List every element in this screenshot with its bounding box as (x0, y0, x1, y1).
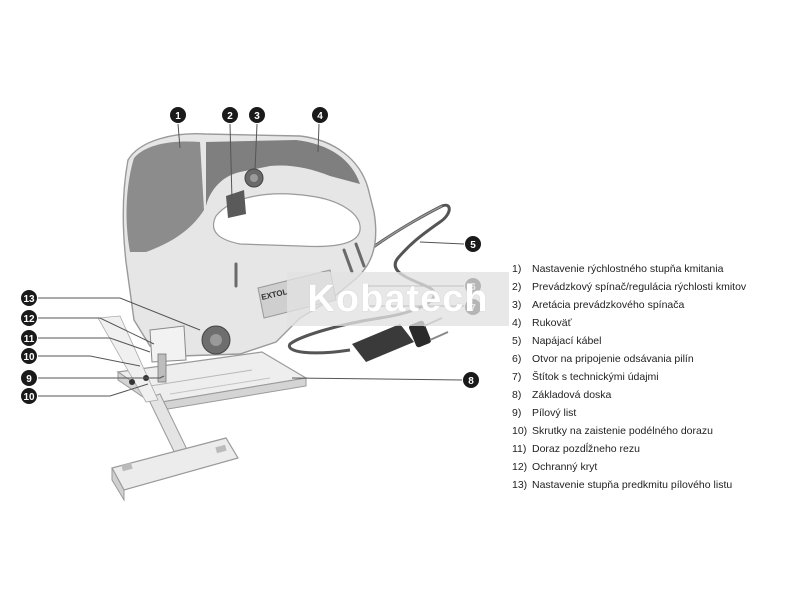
trigger-switch (226, 190, 246, 218)
watermark-text: Kobatech (307, 277, 489, 320)
legend-text: Štítok s technickými údajmi (532, 371, 659, 383)
legend-number: 5) (512, 335, 522, 347)
svg-text:10: 10 (23, 392, 35, 403)
svg-text:2: 2 (227, 111, 233, 122)
legend-item: 3) Aretácia prevádzkového spínača (512, 296, 792, 314)
legend-number: 12) (512, 461, 528, 473)
callout-5: 5 (465, 236, 481, 252)
legend-item: 7) Štítok s technickými údajmi (512, 368, 792, 386)
callout-10-lower: 10 (21, 388, 37, 404)
legend-text: Prevádzkový spínač/regulácia rýchlosti k… (532, 281, 747, 293)
legend-item: 10) Skrutky na zaistenie podélného dorazu (512, 422, 792, 440)
legend-item: 1) Nastavenie rýchlostného stupňa kmitani… (512, 260, 792, 278)
callout-11: 11 (21, 330, 37, 346)
legend-text: Skrutky na zaistenie podélného dorazu (532, 425, 713, 437)
legend-item: 5) Napájací kábel (512, 332, 792, 350)
legend-text: Nastavenie rýchlostného stupňa kmitania (532, 263, 724, 275)
front-grip (126, 141, 204, 252)
legend-number: 4) (512, 317, 522, 329)
callout-10-upper: 10 (21, 348, 37, 364)
saw-blade (157, 353, 167, 383)
motor-vents (234, 242, 366, 288)
legend-number: 7) (512, 371, 522, 383)
legend-item: 13) Nastavenie stupňa predkmitu pílového … (512, 476, 792, 494)
legend-text: Otvor na pripojenie odsávania pilín (532, 353, 694, 365)
callout-13: 13 (21, 290, 37, 306)
rip-fence (97, 315, 239, 502)
legend-text: Nastavenie stupňa predkmitu pílového lis… (532, 479, 733, 491)
legend-item: 4) Rukoväť (512, 314, 792, 332)
callout-1: 1 (170, 107, 186, 123)
legend-text: Základová doska (532, 389, 612, 401)
legend-number: 6) (512, 353, 522, 365)
legend-number: 8) (512, 389, 522, 401)
legend-text: Ochranný kryt (532, 461, 598, 473)
svg-text:1: 1 (175, 111, 181, 122)
legend-number: 2) (512, 281, 522, 293)
svg-text:4: 4 (317, 111, 323, 122)
handle-opening (212, 193, 361, 248)
svg-text:9: 9 (26, 374, 32, 385)
blade-guard (149, 325, 187, 363)
legend-number: 9) (512, 407, 522, 419)
svg-text:13: 13 (23, 294, 35, 305)
legend-number: 11) (512, 443, 527, 455)
legend-item: 8) Základová doska (512, 386, 792, 404)
svg-text:8: 8 (468, 376, 474, 387)
legend-number: 10) (512, 425, 528, 437)
legend-text: Aretácia prevádzkového spínača (532, 299, 685, 311)
handle-grip (206, 140, 360, 206)
legend-text: Rukoväť (532, 317, 572, 329)
callout-4: 4 (312, 107, 328, 123)
legend-text: Pílový list (532, 407, 577, 419)
svg-text:10: 10 (23, 352, 35, 363)
legend-text: Napájací kábel (532, 335, 602, 347)
callout-3: 3 (249, 107, 265, 123)
callout-8: 8 (463, 372, 479, 388)
legend-item: 2) Prevádzkový spínač/regulácia rýchlosti… (512, 278, 792, 296)
callout-12: 12 (21, 310, 37, 326)
svg-text:5: 5 (470, 240, 476, 251)
watermark-overlay: Kobatech (287, 272, 509, 326)
legend-number: 1) (512, 263, 522, 275)
legend-number: 13) (512, 479, 528, 491)
legend-item: 11) Doraz pozdĺžneho rezu (512, 440, 792, 458)
callout-2: 2 (222, 107, 238, 123)
legend-item: 9) Pílový list (512, 404, 792, 422)
legend-number: 3) (512, 299, 522, 311)
svg-text:3: 3 (254, 111, 260, 122)
legend-item: 12) Ochranný kryt (512, 458, 792, 476)
parts-legend: 1) Nastavenie rýchlostného stupňa kmitani… (512, 260, 792, 494)
svg-text:12: 12 (23, 314, 35, 325)
legend-item: 6) Otvor na pripojenie odsávania pilín (512, 350, 792, 368)
legend-text: Doraz pozdĺžneho rezu (532, 443, 640, 455)
callout-9: 9 (21, 370, 37, 386)
svg-text:11: 11 (24, 334, 35, 345)
